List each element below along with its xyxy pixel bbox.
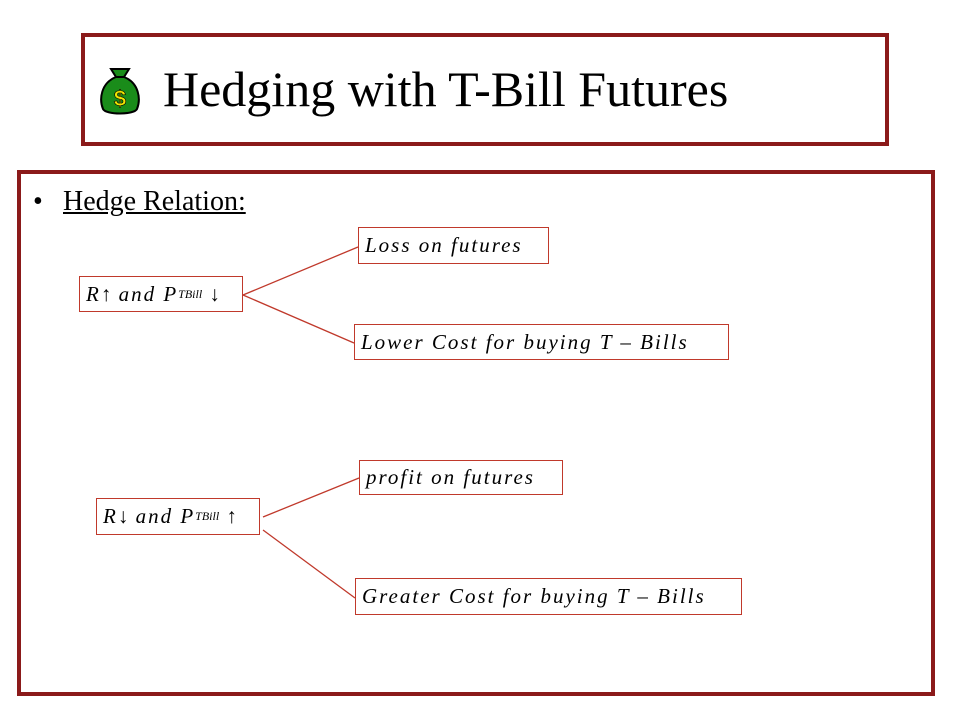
outcome-loss-box: Loss on futures bbox=[358, 227, 549, 264]
bullet-label: Hedge Relation: bbox=[63, 186, 246, 217]
cond-p: P bbox=[163, 281, 179, 306]
cond-r: R bbox=[103, 504, 118, 528]
cond-sub: TBill bbox=[178, 286, 203, 301]
outcome-profit-box: profit on futures bbox=[359, 460, 563, 495]
up-arrow-icon: ↑ bbox=[226, 504, 237, 528]
outcome-lower-cost-box: Lower Cost for buying T – Bills bbox=[354, 324, 729, 360]
cond-sub: TBill bbox=[195, 509, 220, 523]
up-arrow-icon: ↑ bbox=[100, 281, 112, 306]
connector-fall-cost bbox=[262, 529, 356, 599]
cond-r: R bbox=[86, 281, 101, 306]
cond-p: P bbox=[180, 504, 196, 528]
outcome-loss-text: Loss on futures bbox=[365, 233, 523, 257]
cond-and: and bbox=[135, 504, 174, 528]
connector-rise-loss bbox=[242, 246, 359, 296]
money-bag-icon: $ bbox=[100, 68, 140, 115]
cond-and: and bbox=[118, 281, 157, 306]
bullet-item: • Hedge Relation: bbox=[33, 184, 246, 220]
connector-rise-cost bbox=[242, 294, 355, 344]
outcome-profit-text: profit on futures bbox=[366, 465, 535, 489]
page-title: Hedging with T-Bill Futures bbox=[163, 61, 729, 117]
outcome-greater-cost-text: Greater Cost for buying T – Bills bbox=[362, 584, 706, 608]
down-arrow-icon: ↓ bbox=[209, 281, 220, 306]
connector-fall-profit bbox=[262, 477, 360, 518]
bullet-dot: • bbox=[33, 186, 43, 217]
outcome-greater-cost-box: Greater Cost for buying T – Bills bbox=[355, 578, 742, 615]
down-arrow-icon: ↓ bbox=[117, 504, 129, 528]
dollar-sign: $ bbox=[114, 86, 126, 111]
outcome-lower-cost-text: Lower Cost for buying T – Bills bbox=[361, 329, 689, 354]
content-frame: • Hedge Relation: bbox=[17, 170, 935, 696]
title-frame: $ Hedging with T-Bill Futures bbox=[81, 33, 889, 146]
